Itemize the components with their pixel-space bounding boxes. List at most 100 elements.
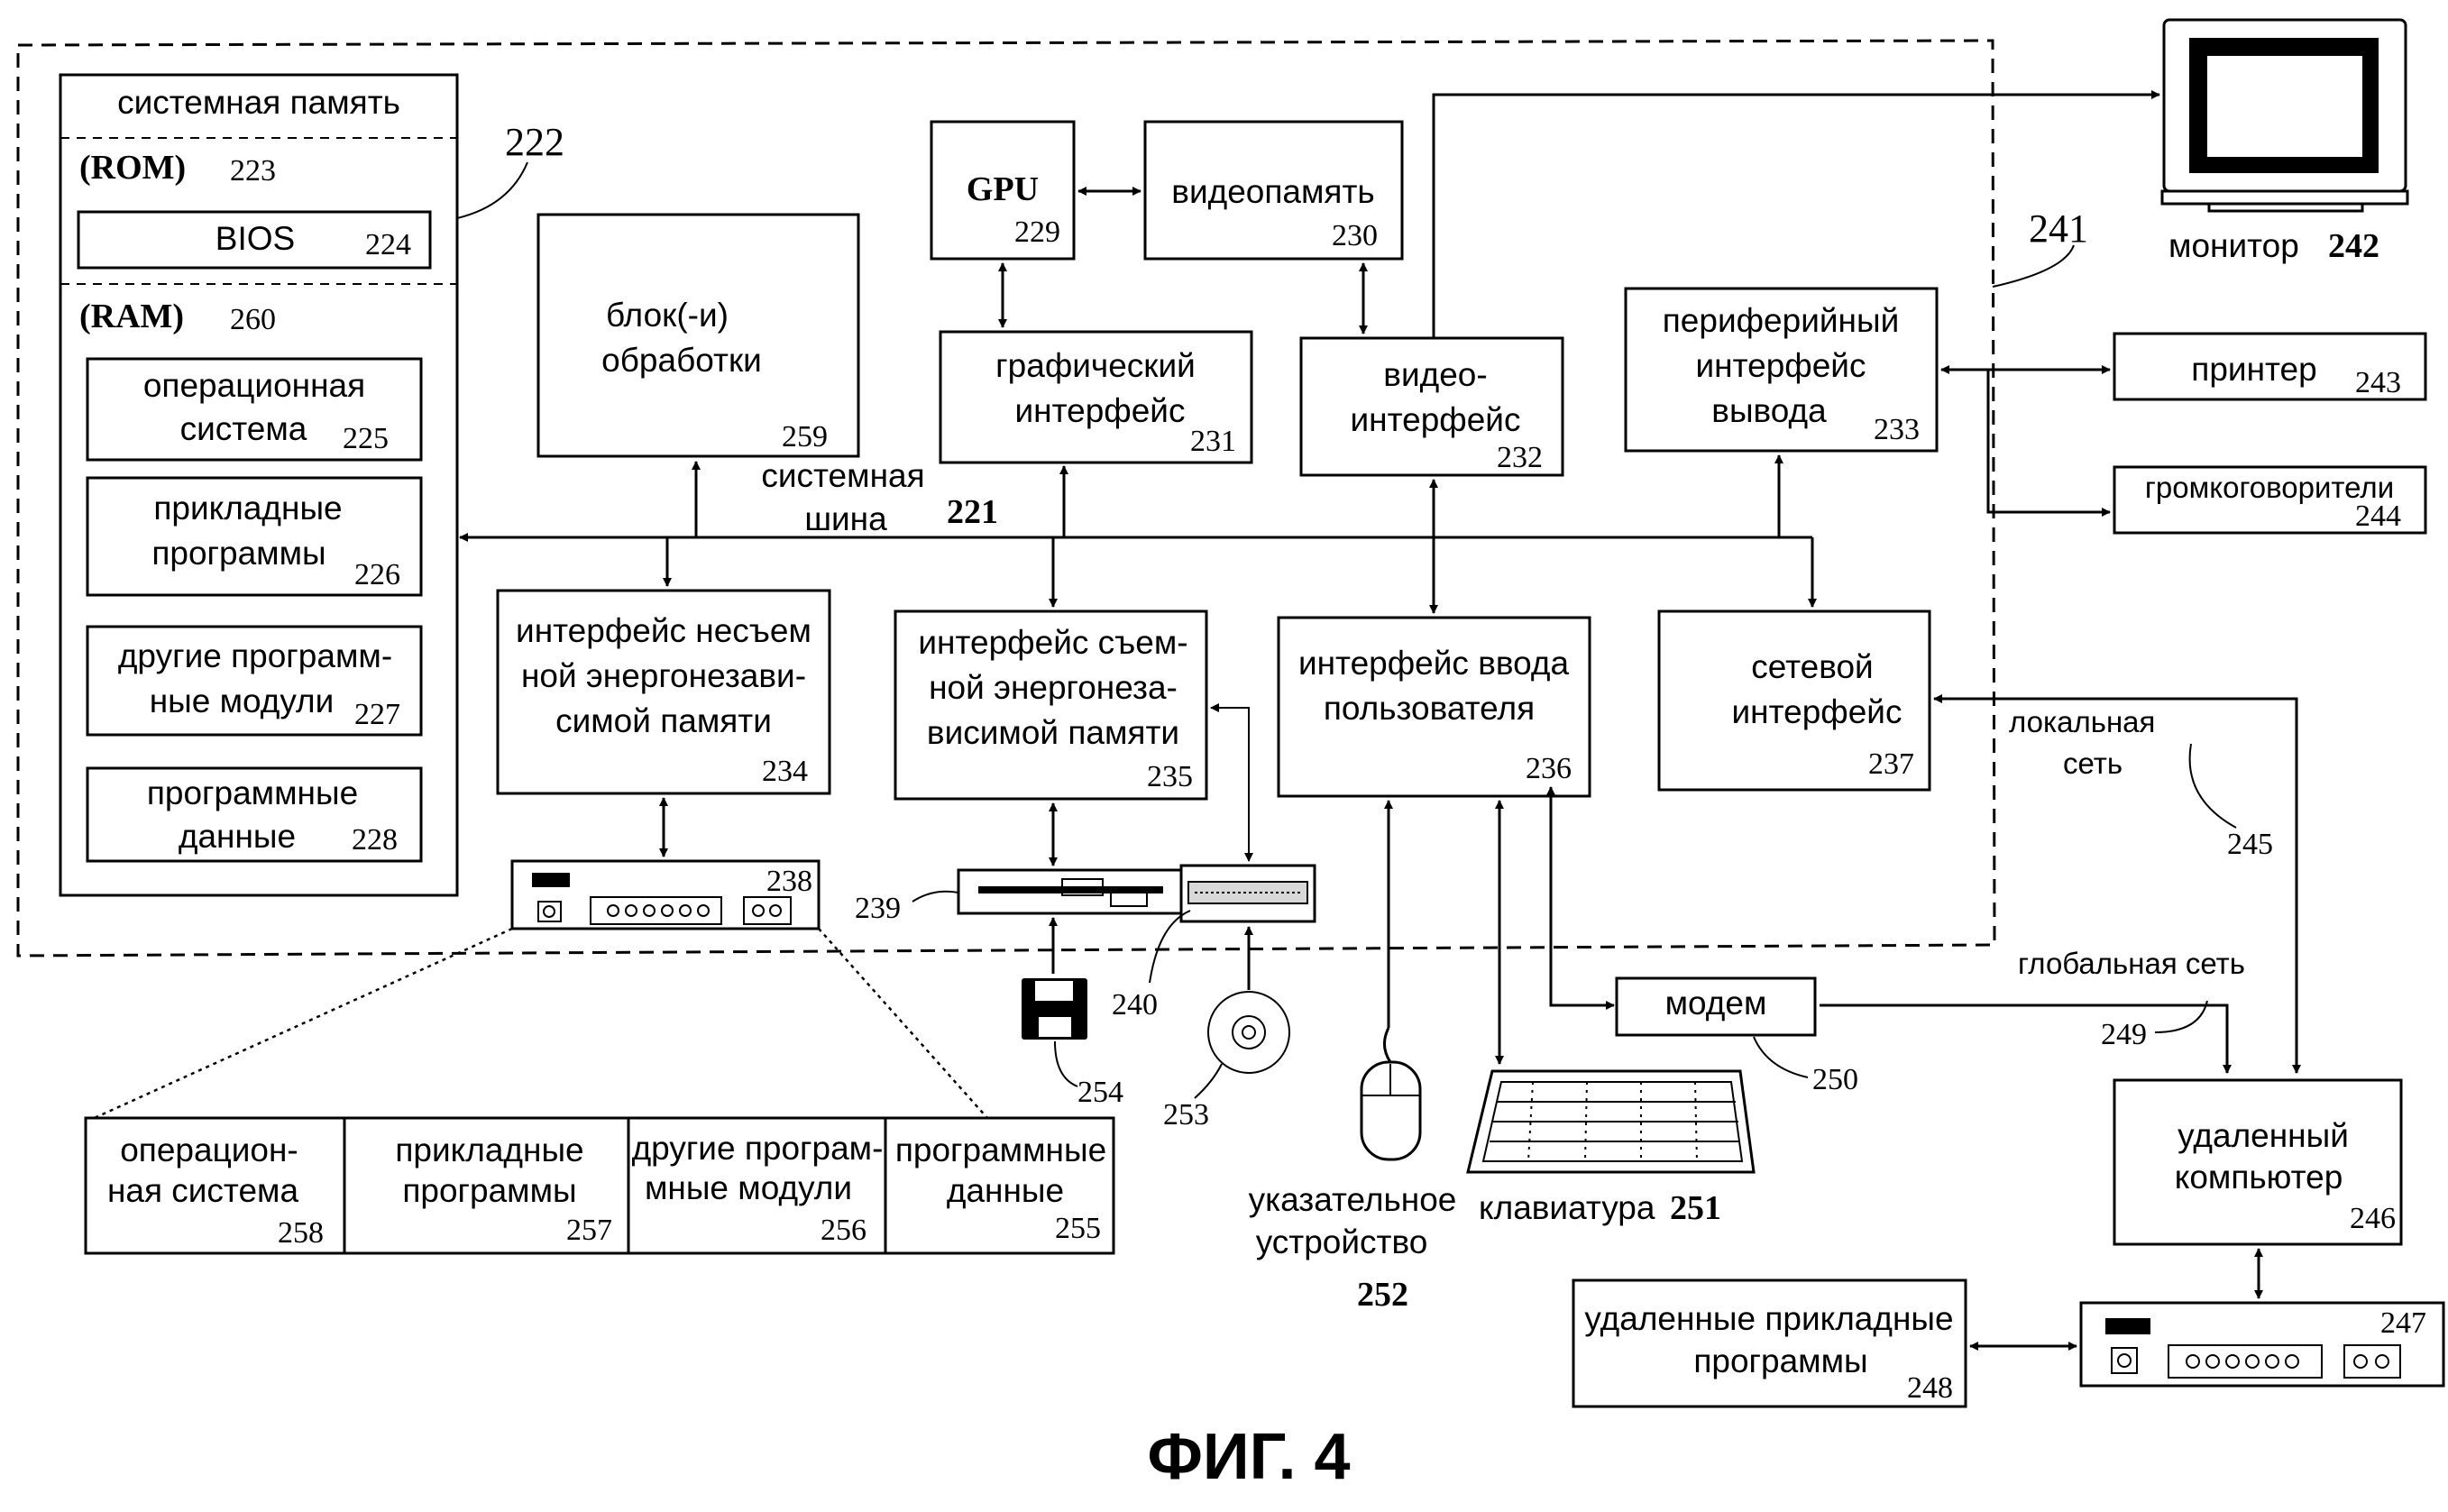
modules-label-2: ные модули [150, 683, 335, 719]
network-label-1: сетевой [1751, 648, 1873, 685]
cd-disk: 253 [1163, 991, 1290, 1132]
hard-drive: 238 [510, 859, 821, 930]
stored-data-label-1: программные [895, 1132, 1106, 1168]
stored-data-label-2: данные [947, 1172, 1064, 1209]
lan-label-2: сеть [2063, 747, 2123, 780]
gpu: GPU 229 [930, 120, 1076, 261]
computer-number: 241 [2029, 206, 2088, 251]
nonremovable-label-1: интерфейс несъем [516, 612, 811, 649]
graphics-interface-number: 231 [1190, 425, 1236, 458]
remote-drive-number: 247 [2380, 1306, 2426, 1340]
monitor-label: монитор [2168, 227, 2299, 264]
computer-boundary [16, 39, 1996, 958]
modem-label: модем [1665, 985, 1767, 1022]
cd-drive-number: 240 [1112, 988, 1158, 1022]
cd-disk-leader [1194, 1063, 1223, 1099]
graphics-interface-label-2: интерфейс [1015, 392, 1186, 429]
remote-computer-number: 246 [2350, 1202, 2396, 1235]
removable-number: 235 [1147, 760, 1193, 793]
lan-label-1: локальная [2009, 705, 2155, 738]
os-label-2: система [180, 410, 307, 447]
peripheral-number: 233 [1874, 413, 1920, 446]
keyboard-label: клавиатура [1479, 1189, 1655, 1226]
data-number: 228 [352, 823, 398, 857]
user-input-label-2: пользователя [1324, 690, 1535, 727]
nonremovable-number: 234 [762, 755, 808, 788]
speakers-number: 244 [2355, 499, 2401, 533]
system-memory: системная память (ROM) 223 BIOS 224 (RAM… [59, 73, 459, 897]
printer-number: 243 [2355, 366, 2401, 399]
network-label-2: интерфейс [1732, 693, 1902, 730]
data-label-1: программные [147, 774, 358, 811]
remote-computer: удаленный компьютер 246 [2113, 1078, 2403, 1246]
gpu-number: 229 [1014, 215, 1060, 249]
removable-label-2: ной энергонеза- [929, 669, 1178, 706]
removable-label-1: интерфейс съем- [918, 624, 1187, 661]
stored-os-label-2: ная система [107, 1172, 299, 1209]
graphics-interface-label-1: графический [995, 347, 1196, 384]
nonremovable-label-2: ной энергонезави- [521, 657, 806, 694]
floppy-drive-number: 239 [855, 892, 901, 925]
peripheral-label-1: периферийный [1663, 302, 1900, 339]
video-interface-label-2: интерфейс [1351, 401, 1521, 438]
bus-connections [663, 90, 2160, 614]
stored-apps-number: 257 [566, 1214, 612, 1247]
lan-number: 245 [2227, 828, 2273, 861]
keyboard: клавиатура 251 [1466, 1069, 1756, 1227]
peripheral-label-3: вывода [1711, 392, 1827, 429]
stored-os-number: 258 [278, 1216, 324, 1250]
computer-leader [1992, 244, 2075, 288]
rom-number: 223 [230, 154, 276, 188]
mouse-label-1: указательное [1249, 1181, 1457, 1218]
processing-label-2: обработки [601, 342, 762, 379]
modem-link [1546, 786, 1615, 1010]
user-input-label-1: интерфейс ввода [1298, 645, 1570, 682]
bios-box [77, 210, 432, 270]
system-memory-leader [456, 161, 528, 219]
ram-number: 260 [230, 303, 276, 336]
modem-leader [1753, 1036, 1809, 1078]
stored-modules-label-2: мные модули [645, 1169, 852, 1206]
modem-number: 250 [1812, 1063, 1858, 1096]
video-memory-label: видеопамять [1171, 173, 1374, 210]
modem: модем 250 [1615, 976, 1858, 1096]
stored-modules-number: 256 [821, 1214, 866, 1247]
processing-label-1: блок(-и) [606, 297, 729, 334]
floppy-drive: 239 [855, 868, 1183, 925]
os-number: 225 [343, 422, 389, 455]
remote-drive: 247 [2079, 1301, 2445, 1388]
non-removable-memory-interface: интерфейс несъем ной энергонезави- симой… [496, 589, 831, 795]
speakers: громкоговорители 244 [2113, 465, 2427, 535]
monitor-number: 242 [2328, 227, 2379, 265]
ram-label: (RAM) [79, 298, 184, 335]
peripheral-label-2: интерфейс [1696, 347, 1866, 384]
remote-application-programs: удаленные прикладные программы 248 [1572, 1278, 1967, 1408]
wan-label: глобальная сеть [2018, 947, 2245, 980]
processing-unit: блок(-и) обработки 259 [536, 213, 860, 458]
floppy-disk-leader [1054, 1040, 1078, 1087]
modules-number: 227 [354, 698, 400, 731]
processing-number: 259 [782, 420, 828, 454]
wan-link [1820, 1003, 2232, 1074]
apps-box [86, 476, 423, 597]
speakers-label: громкоговорители [2145, 471, 2394, 504]
stored-data-number: 255 [1055, 1212, 1101, 1245]
user-input-number: 236 [1526, 752, 1572, 785]
remote-computer-label-2: компьютер [2175, 1159, 2343, 1196]
monitor: монитор 242 [2160, 18, 2409, 265]
apps-label-2: программы [151, 535, 325, 572]
removable-label-3: висимой памяти [927, 714, 1179, 751]
system-bus-number: 221 [947, 493, 998, 531]
video-interface-label-1: видео- [1383, 356, 1487, 393]
os-label-1: операционная [143, 367, 365, 404]
system-memory-number: 222 [505, 120, 564, 164]
floppy-drive-leader [912, 890, 959, 903]
printer-label: принтер [2191, 351, 2316, 388]
remote-apps-number: 248 [1907, 1371, 1953, 1405]
network-interface: сетевой интерфейс 237 [1657, 609, 1931, 792]
gpu-label: GPU [967, 170, 1039, 208]
rom-label: (ROM) [79, 149, 186, 187]
stored-os-label-1: операцион- [120, 1132, 298, 1168]
expansion-line-left [87, 927, 513, 1123]
